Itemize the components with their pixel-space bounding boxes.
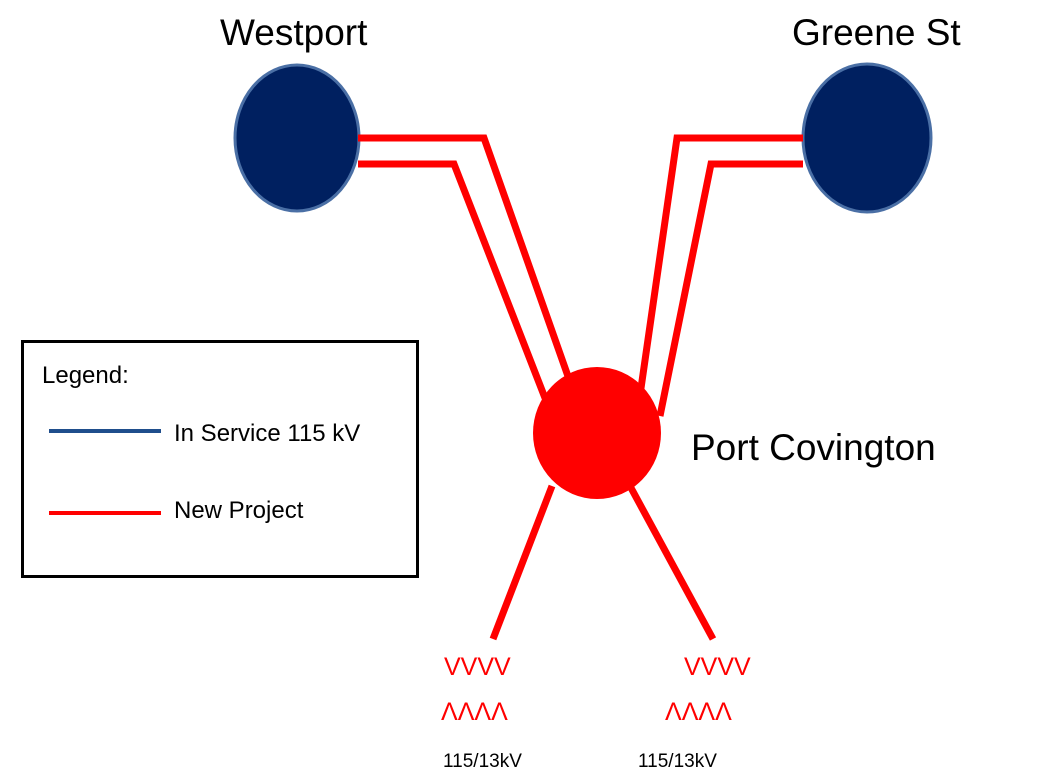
legend-swatch-new-project — [49, 511, 161, 515]
legend-title: Legend: — [42, 362, 129, 389]
feeder-left — [489, 484, 556, 641]
legend-item-in-service: In Service 115 kV — [174, 420, 361, 447]
westport-line-2 — [358, 160, 556, 418]
greene-line-1 — [633, 134, 803, 417]
feeder-right — [626, 484, 717, 641]
port-covington-label: Port Covington — [691, 427, 936, 468]
greene-st-label: Greene St — [792, 12, 961, 53]
transformer-left-secondary: ΛΛΛΛ — [441, 698, 508, 726]
transformer-right-primary: VVVV — [684, 653, 751, 681]
legend-item-new-project: New Project — [174, 497, 304, 524]
westport-line-1 — [358, 134, 586, 418]
transformer-left-primary: VVVV — [444, 653, 511, 681]
greene-st-station-node — [801, 62, 933, 214]
westport-label: Westport — [220, 12, 368, 53]
legend-box: Legend: In Service 115 kV New Project — [21, 340, 419, 578]
transformer-right-secondary: ΛΛΛΛ — [665, 698, 732, 726]
westport-station-node — [233, 63, 361, 213]
legend-swatch-in-service — [49, 429, 161, 433]
transformer-left-label: 115/13kV — [443, 751, 522, 772]
transformer-right-label: 115/13kV — [638, 751, 717, 772]
port-covington-station-node — [533, 367, 661, 499]
greene-line-2 — [656, 160, 803, 417]
